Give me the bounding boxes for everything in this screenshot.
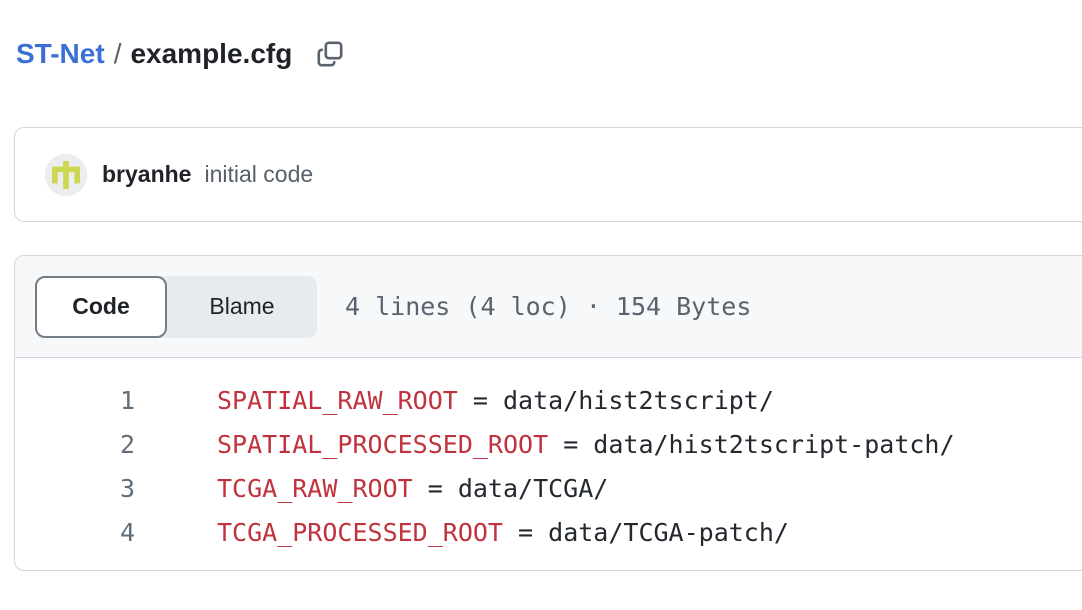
line-number[interactable]: 3 (119, 473, 135, 503)
config-key: TCGA_PROCESSED_ROOT (217, 517, 503, 547)
code-line: 4 TCGA_PROCESSED_ROOT = data/TCGA-patch/ (15, 510, 1082, 554)
line-number[interactable]: 2 (119, 429, 135, 459)
config-key: SPATIAL_RAW_ROOT (217, 385, 458, 415)
code-text: SPATIAL_PROCESSED_ROOT = data/hist2tscri… (135, 430, 955, 459)
code-text: SPATIAL_RAW_ROOT = data/hist2tscript/ (135, 386, 774, 415)
code-text: TCGA_RAW_ROOT = data/TCGA/ (135, 474, 608, 503)
commit-author[interactable]: bryanhe (102, 161, 192, 187)
avatar[interactable] (45, 153, 87, 196)
code-line: 1 SPATIAL_RAW_ROOT = data/hist2tscript/ (15, 378, 1082, 422)
breadcrumb-repo-link[interactable]: ST-Net (16, 38, 105, 69)
tab-code[interactable]: Code (35, 275, 167, 338)
code-text: TCGA_PROCESSED_ROOT = data/TCGA-patch/ (135, 518, 789, 547)
config-value: = data/TCGA-patch/ (502, 517, 789, 547)
breadcrumb-separator: / (113, 38, 122, 69)
copy-icon (317, 41, 343, 67)
code-line: 3 TCGA_RAW_ROOT = data/TCGA/ (15, 466, 1082, 510)
breadcrumb-filename: example.cfg (130, 38, 293, 69)
breadcrumb: ST-Net / example.cfg (16, 36, 346, 72)
config-value: = data/hist2tscript/ (457, 385, 774, 415)
commit-bar: bryanhe initial code (14, 127, 1082, 222)
config-value: = data/TCGA/ (412, 473, 609, 503)
tab-blame[interactable]: Blame (167, 276, 317, 338)
file-panel-header: Code Blame 4 lines (4 loc) · 154 Bytes (15, 256, 1082, 358)
commit-message[interactable]: initial code (204, 161, 314, 187)
config-value: = data/hist2tscript-patch/ (548, 429, 955, 459)
file-panel: Code Blame 4 lines (4 loc) · 154 Bytes 1… (14, 255, 1082, 571)
code-line: 2 SPATIAL_PROCESSED_ROOT = data/hist2tsc… (15, 422, 1082, 466)
file-meta: 4 lines (4 loc) · 154 Bytes (345, 292, 752, 321)
config-key: SPATIAL_PROCESSED_ROOT (217, 429, 549, 459)
code-area: 1 SPATIAL_RAW_ROOT = data/hist2tscript/ … (15, 358, 1082, 554)
identicon-icon (45, 153, 87, 196)
code-blame-switcher: Code Blame (35, 275, 317, 338)
config-key: TCGA_RAW_ROOT (217, 473, 413, 503)
line-number[interactable]: 1 (119, 385, 135, 415)
line-number[interactable]: 4 (119, 517, 135, 547)
copy-path-button[interactable] (314, 38, 346, 70)
